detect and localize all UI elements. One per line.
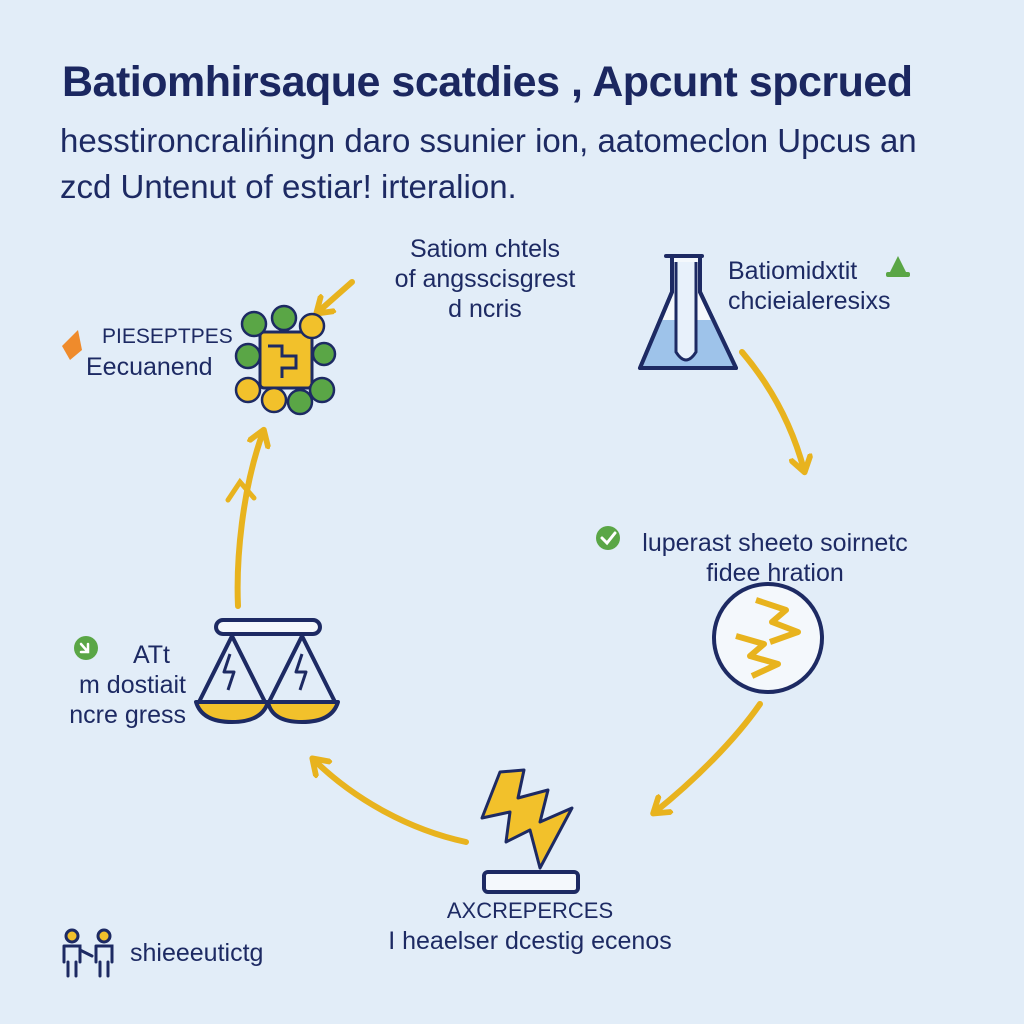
node-label-line: Batiomidxtit [728,257,858,285]
page-title: Batiomhirsaque scatdies , Apcunt spcrued [62,58,913,106]
people-icon [62,928,114,978]
arrow-flask-to-right [739,349,804,470]
node-label-bottom: AXCREPERCES I heaelser dcestig ecenos [360,896,700,956]
node-label-line: d ncris [448,295,522,323]
node-label-line: ncre gress [69,701,186,729]
node-label-right: luperast sheeto soirnetc fidee hration [620,528,930,588]
molecule-grid-icon [234,304,337,416]
lightning-circle-icon [712,582,824,694]
footer-label: shieeeutictg [130,939,264,967]
orange-arrow-badge-icon [62,330,82,360]
node-label-line: fidee hration [706,559,844,587]
arrow-right-to-bottom [655,701,763,812]
node-label-line: Eecuanend [86,353,213,381]
node-label-line: of angsscisgrest [394,265,576,293]
page-subtitle: hesstironcralińingn daro ssunier ion, aa… [60,118,960,210]
node-label-line: ATt [132,641,170,669]
node-label-left: ATt m dostiait ncre gress [40,640,186,730]
lightning-bolt-icon [480,768,580,894]
arrow-bottom-to-left [314,760,469,845]
node-label-top-right: Batiomidxtit chcieialeresixs [728,256,928,316]
node-label-line: m dostiait [79,671,186,699]
green-check-badge-icon [596,526,620,550]
node-label-top-left: PIESEPTPES Eecuanend [86,322,246,382]
node-label-line: AXCREPERCES [446,898,614,923]
node-label-line: Satiom chtels [409,235,561,263]
green-bell-icon [886,256,910,277]
node-label-line: chcieialeresixs [728,287,891,315]
balance-scale-icon [194,618,340,724]
node-label-line: luperast sheeto soirnetc [642,529,908,557]
subtitle-line-2: zcd Untenut of estiar! irteralion. [60,168,517,205]
node-label-top-center: Satiom chtels of angsscisgrest d ncris [370,234,600,324]
green-arrow-badge-icon [74,636,98,660]
arrow-left-to-topleft [234,432,263,609]
node-label-line: I heaelser dcestig ecenos [388,927,672,955]
node-label-line: PIESEPTPES [102,325,233,348]
subtitle-line-1: hesstironcralińingn daro ssunier ion, aa… [60,122,917,159]
cycle-arrows [225,279,804,845]
arrow-topcenter-to-topleft [318,279,355,312]
flask-icon [638,254,738,370]
